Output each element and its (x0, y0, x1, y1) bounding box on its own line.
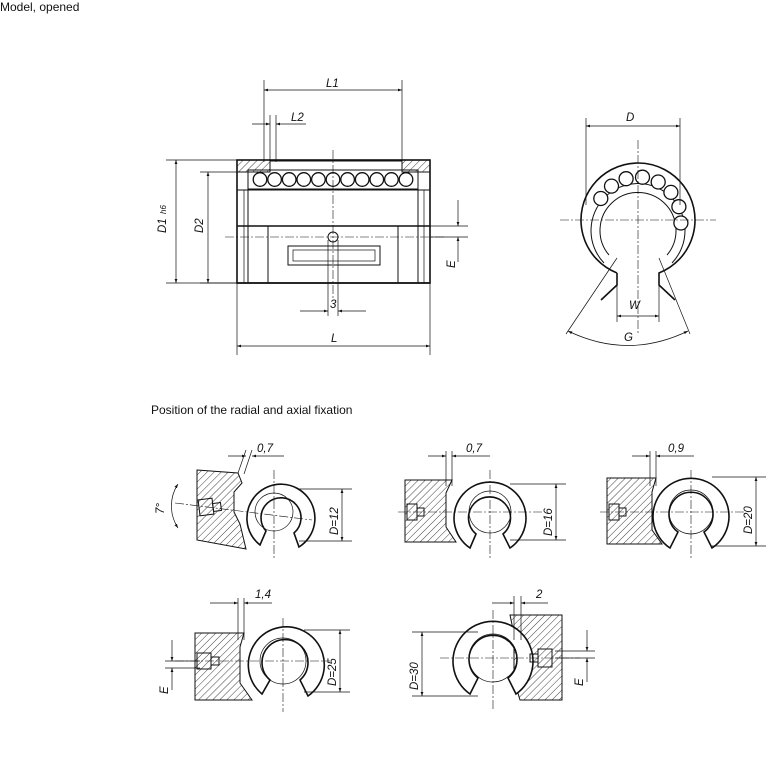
end-view-ball (603, 178, 620, 194)
end-view-ball (618, 171, 634, 187)
fixation-offset-d30: 2 (535, 589, 543, 601)
fixation-ring-d30 (452, 620, 534, 696)
dimension-d-end-label: D (626, 112, 634, 124)
fixation-detail-d12: 0,7 7° D=12 (155, 443, 352, 560)
dimension-l: L (236, 283, 431, 355)
fixation-e-d30: E (574, 678, 586, 686)
dimension-d2: D2 (194, 171, 237, 284)
dimension-l1-label: L1 (326, 78, 339, 90)
dimension-l1: L1 (263, 78, 403, 162)
bearing-ball (267, 172, 283, 187)
fixation-offset-d12: 0,7 (257, 443, 274, 455)
bearing-side-view (225, 150, 445, 300)
fixation-diameter-d25: D=25 (327, 658, 339, 686)
dimension-w: W (616, 273, 660, 322)
bearing-ball (369, 172, 385, 187)
dimension-d1-label: D1 (157, 218, 169, 233)
fixation-offset-d20: 0,9 (668, 443, 685, 455)
bearing-ball (310, 172, 326, 187)
dimension-l2-label: L2 (291, 112, 304, 124)
end-view-ball (663, 184, 679, 201)
end-view-ball-circuit (593, 169, 689, 231)
dimension-w-label: W (629, 300, 641, 312)
dimension-d2-label: D2 (194, 218, 206, 233)
bearing-ball (296, 172, 312, 187)
dimension-d-end: D (585, 112, 681, 205)
ball-row (252, 172, 414, 187)
fixation-detail-d16: 0,7 D=16 (398, 443, 566, 560)
bearing-ball (340, 172, 356, 187)
end-view-inner-ring (590, 183, 686, 264)
dimension-d1-tolerance: h6 (159, 205, 168, 214)
fixation-angle-d12: 7° (155, 503, 167, 514)
end-view-ball (634, 169, 651, 185)
dimension-e-main: E (430, 200, 468, 268)
fixation-detail-d25: 1,4 D=25 E (159, 589, 350, 712)
bearing-ball (281, 172, 297, 187)
fixation-offset-d25: 1,4 (255, 589, 271, 601)
fixation-offset-d16: 0,7 (466, 443, 483, 455)
fixation-ring-d20 (652, 477, 730, 550)
fixation-e-d25: E (159, 686, 171, 694)
dimension-l-label: L (331, 333, 337, 345)
bearing-ball (252, 172, 268, 187)
end-view-ball (650, 174, 666, 190)
dimension-three: 3 (300, 240, 366, 316)
bearing-ball (383, 172, 399, 187)
dimension-g-label: G (624, 332, 633, 344)
dimension-e-main-label: E (446, 260, 458, 268)
fixation-diameter-d16: D=16 (543, 508, 555, 536)
fixation-section-heading: Position of the radial and axial fixatio… (151, 403, 353, 417)
fixation-ring-d16 (453, 481, 527, 550)
fixation-diameter-d20: D=20 (743, 506, 755, 534)
model-opened-label: Model, opened (0, 0, 80, 14)
end-view-ball (593, 190, 609, 207)
bearing-ball (354, 172, 370, 187)
fixation-diameter-d30: D=30 (409, 662, 421, 690)
axial-slot (287, 245, 381, 266)
end-view-ball (671, 199, 687, 215)
dimension-three-label: 3 (330, 299, 337, 311)
bearing-ball (398, 172, 414, 187)
fixation-detail-d30: 2 D=30 E (409, 589, 595, 710)
fixation-ring-d12 (246, 483, 316, 549)
end-view-ball (673, 215, 689, 231)
fixation-detail-d20: 0,9 D=20 (600, 443, 766, 560)
dimension-g: G (565, 257, 691, 346)
bearing-end-view (560, 140, 716, 335)
fixation-diameter-d12: D=12 (329, 507, 341, 535)
dimension-l2: L2 (252, 112, 306, 162)
